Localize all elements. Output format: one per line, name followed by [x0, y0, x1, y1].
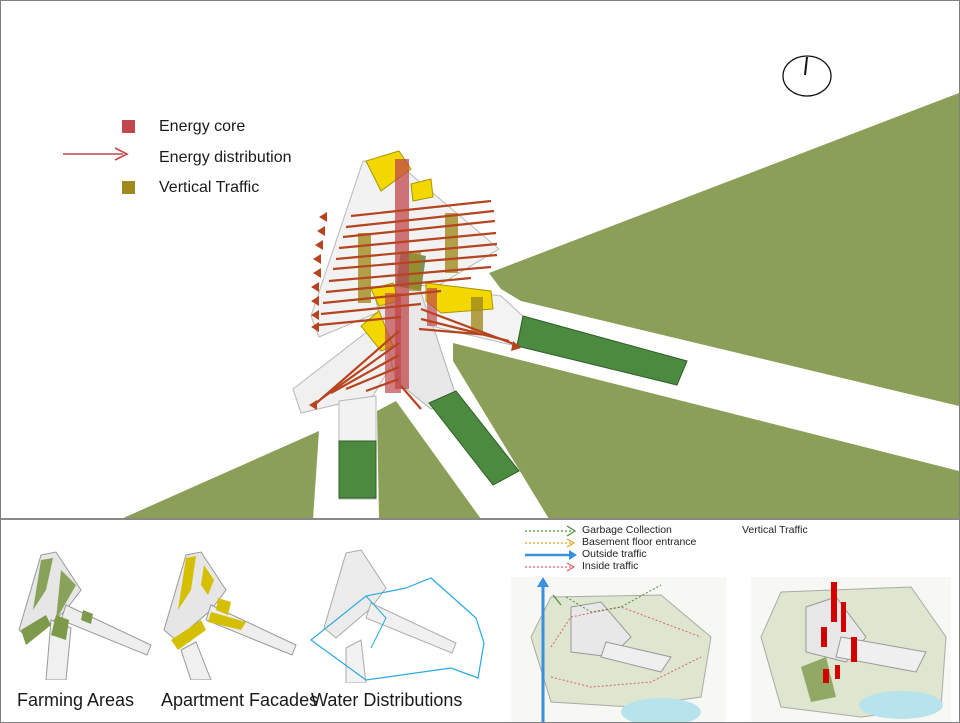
energy-distribution-arrows-west — [312, 330, 422, 410]
traffic-site-plan — [511, 577, 726, 722]
energy-distribution-arrows-east — [418, 307, 520, 348]
green-land-east — [489, 93, 959, 406]
vertical-traffic-site-plan — [751, 577, 951, 722]
legend-swatch-energy-core — [122, 120, 135, 133]
yellow-facade-north2 — [410, 178, 434, 202]
caption-water-distributions: Water Distributions — [311, 690, 463, 710]
green-land-southeast — [453, 343, 959, 519]
north-compass-icon — [782, 55, 832, 97]
main-diagram-svg — [121, 55, 959, 519]
green-land-southwest — [121, 431, 319, 519]
water-distributions-thumbnail — [310, 549, 485, 683]
north-needle-icon — [804, 56, 808, 76]
traffic-legend-vertical: Vertical Traffic — [742, 524, 808, 536]
energy-arrowheads — [309, 212, 521, 410]
caption-apartment-facades: Apartment Facades — [161, 690, 319, 710]
green-roof-south — [338, 440, 377, 499]
farming-areas-thumbnail — [18, 551, 152, 680]
apartment-facades-thumbnail — [163, 551, 297, 680]
main-diagram-frame: Energy core Energy distribution Vertical… — [0, 0, 960, 519]
green-land-south — [377, 401, 481, 519]
traffic-legend-basement: Basement floor entrance — [582, 536, 697, 548]
legend-label-energy-core: Energy core — [159, 118, 246, 135]
legend-label-vertical-traffic: Vertical Traffic — [159, 179, 260, 196]
legend-arrow-icon — [63, 147, 129, 161]
traffic-legend-icons — [525, 525, 577, 572]
traffic-legend-inside: Inside traffic — [582, 560, 639, 572]
energy-core-east — [427, 288, 437, 326]
green-roof-southeast — [428, 390, 520, 486]
bottom-panel: Farming Areas Apartment Facades Water Di… — [0, 518, 960, 723]
vertical-traffic-core-1 — [358, 233, 371, 303]
caption-farming-areas: Farming Areas — [17, 690, 135, 710]
vertical-traffic-core-4 — [409, 251, 421, 291]
legend-swatch-vertical-traffic — [122, 181, 135, 194]
vertical-traffic-core-3 — [471, 297, 483, 332]
legend-label-energy-distribution: Energy distribution — [159, 149, 292, 166]
traffic-legend-outside: Outside traffic — [582, 548, 647, 560]
vertical-traffic-core-2 — [445, 213, 458, 273]
traffic-legend-garbage: Garbage Collection — [582, 524, 672, 536]
energy-distribution-arrows-north — [318, 199, 498, 327]
green-roof-east — [516, 315, 688, 386]
